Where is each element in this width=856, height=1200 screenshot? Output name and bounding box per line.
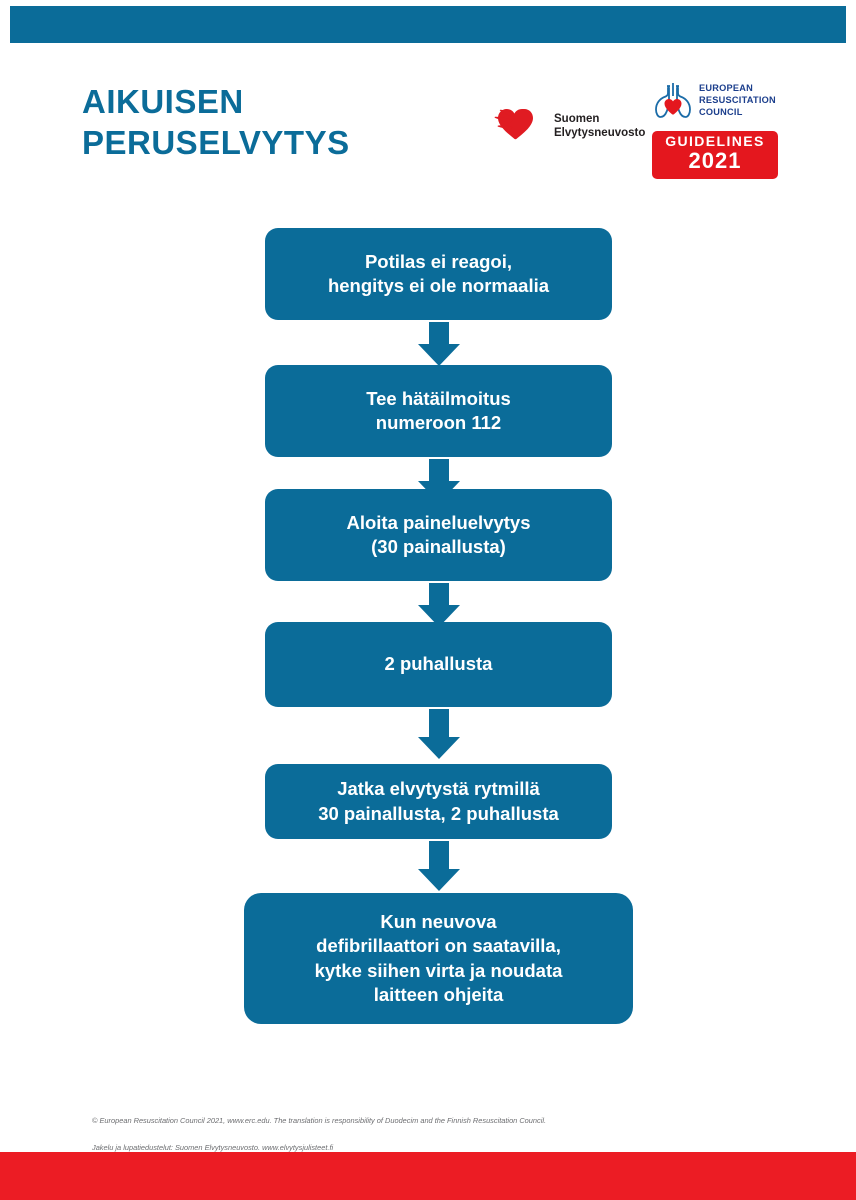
winged-heart-icon	[492, 103, 548, 149]
flow-step-continue-cpr: Jatka elvytystä rytmillä 30 painallusta,…	[265, 764, 612, 839]
erc-logo: EUROPEAN RESUSCITATION COUNCIL GUIDELINE…	[652, 72, 780, 180]
erc-guidelines-badge: GUIDELINES 2021	[652, 131, 778, 179]
footer-line-1: © European Resuscitation Council 2021, w…	[92, 1115, 547, 1125]
flow-step-compressions: Aloita paineluelvytys (30 painallusta)	[265, 489, 612, 581]
flow-step-unresponsive: Potilas ei reagoi, hengitys ei ole norma…	[265, 228, 612, 320]
flow-connector-arrow-1	[418, 322, 460, 366]
bottom-accent-bar	[0, 1152, 856, 1200]
finnish-council-logo-text: Suomen Elvytysneuvosto	[554, 112, 646, 139]
top-accent-bar	[10, 6, 846, 43]
erc-badge-year: 2021	[688, 148, 742, 174]
flow-step-call-112: Tee hätäilmoitus numeroon 112	[265, 365, 612, 457]
flow-connector-arrow-4	[418, 709, 460, 759]
footer-line-2: Jakelu ja lupatiedustelut: Suomen Elvyty…	[92, 1143, 334, 1153]
flow-step-aed: Kun neuvova defibrillaattori on saatavil…	[244, 893, 633, 1024]
erc-logo-top: EUROPEAN RESUSCITATION COUNCIL	[652, 72, 780, 128]
erc-badge-label: GUIDELINES	[665, 133, 765, 149]
flow-connector-arrow-3	[418, 583, 460, 627]
poster-header: AIKUISEN PERUSELVYTYS Suomen Elvytysneuv…	[0, 60, 856, 190]
lungs-with-heart-icon	[652, 78, 694, 122]
flow-step-breaths: 2 puhallusta	[265, 622, 612, 707]
finnish-resuscitation-council-logo: Suomen Elvytysneuvosto	[492, 98, 652, 154]
flow-connector-arrow-5	[418, 841, 460, 891]
page-title: AIKUISEN PERUSELVYTYS	[82, 83, 350, 161]
erc-organisation-name: EUROPEAN RESUSCITATION COUNCIL	[699, 82, 776, 118]
copyright-footer: © European Resuscitation Council 2021, w…	[92, 1100, 732, 1168]
